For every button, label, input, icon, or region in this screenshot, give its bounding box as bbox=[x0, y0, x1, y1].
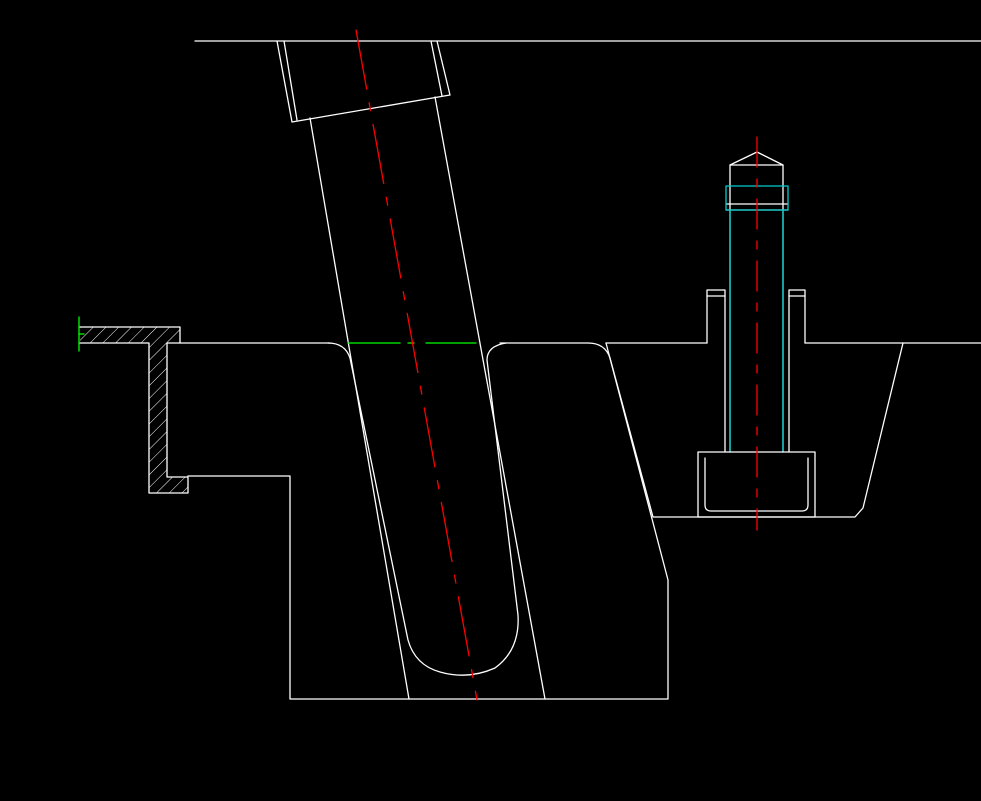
bracket-outline bbox=[79, 326, 189, 494]
hatched-bracket bbox=[79, 326, 189, 494]
guide-pin-centerline bbox=[355, 29, 478, 701]
bolt-pocket-outline bbox=[609, 342, 904, 518]
bracket-hatch bbox=[80, 327, 188, 493]
slider-outer-outline bbox=[187, 342, 669, 700]
dimension-line bbox=[78, 316, 477, 352]
guide-pin-right-edge bbox=[434, 96, 546, 700]
slider-slot-corner bbox=[587, 342, 611, 359]
slider-body bbox=[187, 342, 669, 700]
inclined-guide-pin bbox=[309, 96, 546, 700]
bolt-counterbore-left bbox=[706, 289, 726, 453]
pin-head-outline bbox=[276, 40, 451, 123]
slider-slot-outline bbox=[327, 342, 519, 676]
centerlines bbox=[355, 29, 758, 701]
pin-head bbox=[276, 40, 451, 123]
pin-head-inner-right bbox=[430, 40, 443, 97]
bolt-counterbore-right bbox=[788, 289, 806, 453]
guide-pin-left-edge bbox=[309, 117, 410, 700]
bolt-pocket bbox=[609, 342, 904, 518]
pin-head-inner-left bbox=[283, 40, 298, 121]
